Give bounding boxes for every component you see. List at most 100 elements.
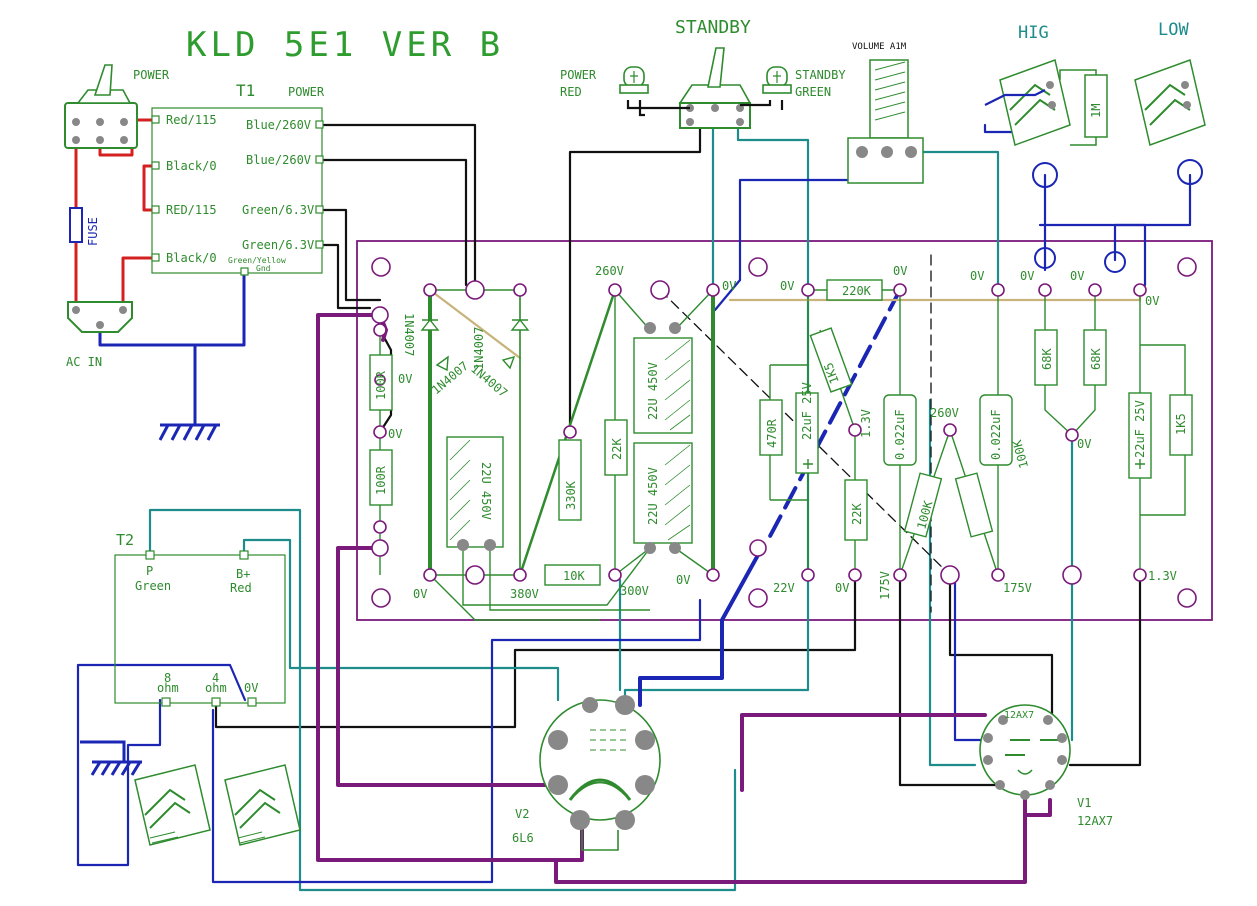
v2-type: 6L6 (512, 831, 534, 845)
label-r-22k-a: 22K (610, 438, 624, 460)
t1-tap-l1: Black/0 (166, 159, 217, 173)
label-cap-3: 22U 450V (646, 467, 660, 525)
label-cap-25v-2: 22uF 25V (1133, 400, 1147, 458)
cap-0022uf-2 (979, 394, 1013, 466)
t1-tap-r3: Green/6.3V (242, 238, 314, 252)
label-diode-1: 1N4007 (402, 313, 416, 356)
mounting-holes (371, 257, 1197, 608)
resistor-22k-a (604, 419, 628, 476)
t1-tap-r1: Blue/260V (246, 153, 311, 167)
power-led-label-1: POWER (560, 68, 597, 82)
t1-tap-l3: Black/0 (166, 251, 217, 265)
v-label-0v-m: 0V (1077, 437, 1091, 451)
label-r-10k: 10K (563, 569, 585, 583)
standby-led-label-2: GREEN (795, 85, 831, 99)
resistor-1k5-b (1169, 394, 1193, 456)
speaker-jack-1 (134, 764, 211, 846)
tan-traces (428, 288, 1142, 360)
v-label-0v-i: 0V (676, 573, 690, 587)
label-r-470r: 470R (765, 418, 779, 448)
t2-tap-4-ohm: ohm (205, 681, 227, 695)
standby-led-label-1: STANDBY (795, 68, 846, 82)
t2-terminals (145, 550, 257, 707)
v-label-0v-l: 0V (388, 427, 402, 441)
v1-tube (979, 704, 1071, 800)
jack-high-label: HIG (1018, 23, 1049, 43)
resistor-10k (544, 564, 601, 586)
resistor-470r (759, 399, 783, 456)
led-wiring (626, 100, 784, 117)
v-label-13v-a: 1.3V (859, 409, 873, 438)
chassis-ground-2 (80, 740, 142, 776)
high-jack (999, 59, 1071, 188)
cap-hatching (449, 339, 691, 541)
v-label-0v-e: 0V (1020, 269, 1034, 283)
v-label-0v-a: 0V (722, 279, 736, 293)
board-components (369, 279, 1193, 586)
t1-terminals (151, 115, 324, 276)
resistor-68k-b (1083, 329, 1107, 386)
v-label-0v-h: 0V (413, 587, 427, 601)
label-diode-3: 1N4007 (429, 359, 471, 398)
t1-caption: POWER (288, 85, 325, 99)
cap-22u-450v-3 (633, 442, 693, 544)
t2-p-color: Green (135, 579, 171, 593)
label-cap-1: 22U 450V (479, 462, 493, 520)
t1-name: T1 (236, 81, 255, 100)
standby-led (762, 66, 792, 94)
t2-name: T2 (116, 531, 134, 549)
wiring (74, 103, 1192, 892)
v-label-0v-g: 0V (1145, 294, 1159, 308)
t2-labels: P Green B+ Red 8 ohm 4 ohm 0V (135, 564, 258, 695)
label-r-330k: 330K (564, 480, 578, 510)
power-led (619, 66, 649, 94)
low-jack (1134, 59, 1206, 185)
cap-22u-450v-2 (633, 337, 693, 434)
v1-type: 12AX7 (1077, 814, 1113, 828)
volume-label: VOLUME A1M (852, 42, 907, 52)
t2-tap-8: 8 (164, 671, 171, 685)
v-label-0v-k: 0V (398, 372, 412, 386)
label-r-1k5-b: 1K5 (1174, 413, 1188, 435)
t1-transformer (151, 107, 323, 274)
t2-bplus-label: B+ (236, 567, 250, 581)
label-cap-2: 22U 450V (646, 362, 660, 420)
resistor-100r-2 (369, 449, 393, 506)
diodes (420, 318, 530, 372)
label-r-100r-2: 100R (374, 465, 388, 495)
cap-22uf-25v-1 (795, 392, 819, 474)
red-wires (74, 118, 154, 307)
label-r-100k-b: 100K (1010, 438, 1031, 470)
power-switch-label: POWER (133, 68, 170, 82)
diagram-title: KLD 5E1 VER B (186, 25, 504, 65)
power-led-label-2: RED (560, 85, 582, 99)
cap-0022uf-1 (883, 394, 917, 466)
power-switch (64, 64, 138, 149)
blue-signal-wires (76, 103, 1192, 884)
fuse-label: FUSE (86, 217, 100, 246)
label-r-100r-1: 100R (374, 370, 388, 400)
t2-tap-8-ohm: ohm (157, 681, 179, 695)
label-r-1k5-a: 1K5 (821, 361, 842, 386)
t1-tap-l2: RED/115 (166, 203, 217, 217)
black-wires (214, 103, 1142, 787)
label-r-220k: 220K (842, 284, 872, 298)
t1-left-taps: Red/115 Black/0 RED/115 Black/0 (166, 113, 217, 265)
chassis-ground-1 (158, 423, 220, 441)
v-label-300v: 300V (620, 584, 649, 598)
resistor-68k-a (1034, 329, 1058, 386)
speaker-jack-2 (224, 764, 301, 846)
high-jack-resistor: 1M (1059, 69, 1108, 146)
v-label-22v: 22V (773, 581, 795, 595)
ac-in-label: AC IN (66, 355, 102, 369)
label-r-68k-a: 68K (1040, 348, 1054, 370)
v2-name: V2 (515, 807, 529, 821)
board-input-rings (1034, 247, 1126, 273)
label-diode-2: 1N4007 (472, 327, 486, 370)
t2-transformer (114, 554, 286, 704)
resistor-1k5-a (809, 327, 853, 393)
cap-22uf-25v-2 (1128, 392, 1152, 479)
resistor-330k (558, 439, 582, 521)
jack-link-wire (984, 89, 1046, 106)
